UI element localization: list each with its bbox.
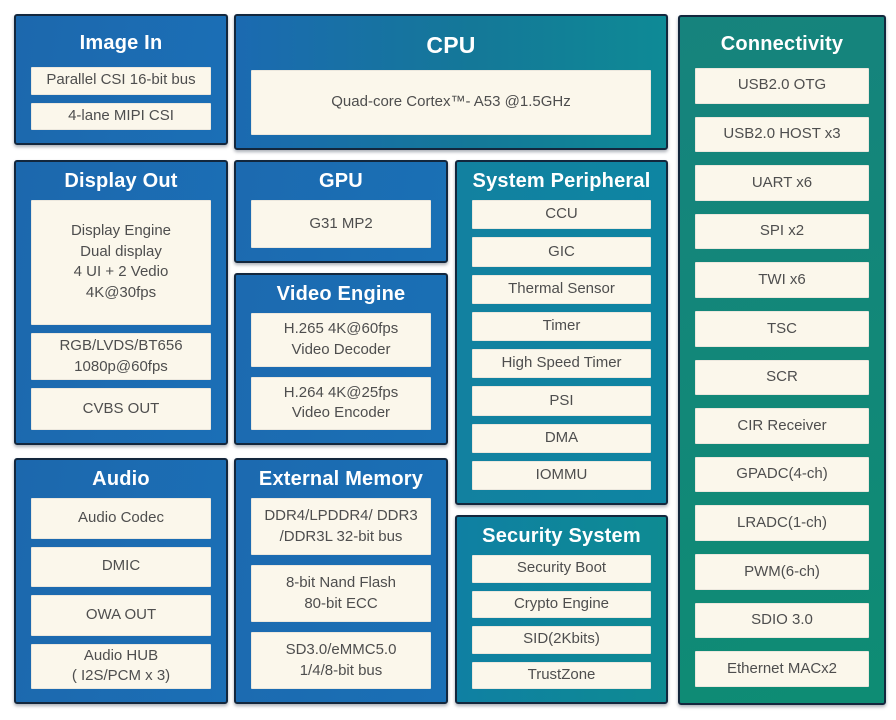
block-nand-flash: 8-bit Nand Flash 80-bit ECC [251, 565, 431, 622]
panel-external-memory: External Memory DDR4/LPDDR4/ DDR3 /DDR3L… [234, 458, 448, 704]
block-thermal-sensor: Thermal Sensor [472, 274, 651, 304]
block-rgb-lvds-bt656: RGB/LVDS/BT656 1080p@60fps [31, 332, 211, 381]
block-timer: Timer [472, 311, 651, 341]
panel-items: DDR4/LPDDR4/ DDR3 /DDR3L 32-bit bus 8-bi… [236, 498, 446, 702]
block-owa-out: OWA OUT [31, 595, 211, 636]
panel-items: Quad-core Cortex™- A53 @1.5GHz [236, 70, 666, 148]
block-audio-hub: Audio HUB ( I2S/PCM x 3) [31, 643, 211, 690]
panel-audio: Audio Audio Codec DMIC OWA OUT Audio HUB… [14, 458, 228, 704]
panel-items: Security Boot Crypto Engine SID(2Kbits) … [457, 555, 666, 702]
block-sid: SID(2Kbits) [472, 626, 651, 654]
block-spi: SPI x2 [695, 213, 869, 250]
block-cortex-a53: Quad-core Cortex™- A53 @1.5GHz [251, 70, 651, 135]
panel-title: Display Out [64, 170, 178, 192]
panel-cpu: CPU Quad-core Cortex™- A53 @1.5GHz [234, 14, 668, 150]
block-gic: GIC [472, 237, 651, 267]
panel-title: Connectivity [720, 33, 844, 55]
panel-security-system: Security System Security Boot Crypto Eng… [455, 515, 668, 704]
block-gpadc: GPADC(4-ch) [695, 456, 869, 493]
block-uart: UART x6 [695, 165, 869, 201]
panel-title: Audio [92, 468, 150, 490]
block-tsc: TSC [695, 311, 869, 347]
panel-image-in: Image In Parallel CSI 16-bit bus 4-lane … [14, 14, 228, 145]
block-psi: PSI [472, 386, 651, 416]
block-sd-emmc: SD3.0/eMMC5.0 1/4/8-bit bus [251, 632, 431, 689]
panel-items: Audio Codec DMIC OWA OUT Audio HUB ( I2S… [16, 498, 226, 702]
block-dma: DMA [472, 423, 651, 453]
block-mipi-csi: 4-lane MIPI CSI [31, 102, 211, 130]
block-g31-mp2: G31 MP2 [251, 200, 431, 248]
block-scr: SCR [695, 359, 869, 396]
panel-title: Video Engine [276, 283, 406, 305]
block-cir-receiver: CIR Receiver [695, 408, 869, 444]
block-security-boot: Security Boot [472, 555, 651, 583]
panel-title: System Peripheral [472, 170, 651, 192]
panel-items: G31 MP2 [236, 200, 446, 261]
block-crypto-engine: Crypto Engine [472, 590, 651, 618]
block-audio-codec: Audio Codec [31, 498, 211, 539]
block-high-speed-timer: High Speed Timer [472, 349, 651, 379]
panel-items: Parallel CSI 16-bit bus 4-lane MIPI CSI [16, 67, 226, 143]
panel-display-out: Display Out Display Engine Dual display … [14, 160, 228, 445]
block-display-engine: Display Engine Dual display 4 UI + 2 Ved… [31, 200, 211, 325]
block-usb-otg: USB2.0 OTG [695, 68, 869, 104]
panel-title: CPU [426, 32, 476, 58]
block-iommu: IOMMU [472, 460, 651, 490]
panel-title: External Memory [258, 468, 424, 490]
panel-items: H.265 4K@60fps Video Decoder H.264 4K@25… [236, 313, 446, 443]
panel-items: Display Engine Dual display 4 UI + 2 Ved… [16, 200, 226, 443]
block-ccu: CCU [472, 200, 651, 230]
block-parallel-csi: Parallel CSI 16-bit bus [31, 67, 211, 95]
panel-system-peripheral: System Peripheral CCU GIC Thermal Sensor… [455, 160, 668, 505]
block-lradc: LRADC(1-ch) [695, 505, 869, 542]
block-h265-decoder: H.265 4K@60fps Video Decoder [251, 313, 431, 367]
panel-items: USB2.0 OTG USB2.0 HOST x3 UART x6 SPI x2… [680, 68, 884, 703]
panel-title: Security System [482, 525, 641, 547]
panel-title: Image In [79, 32, 163, 54]
block-sdio: SDIO 3.0 [695, 602, 869, 639]
panel-video-engine: Video Engine H.265 4K@60fps Video Decode… [234, 273, 448, 445]
panel-connectivity: Connectivity USB2.0 OTG USB2.0 HOST x3 U… [678, 15, 886, 705]
block-twi: TWI x6 [695, 262, 869, 299]
block-h264-encoder: H.264 4K@25fps Video Encoder [251, 376, 431, 430]
block-dmic: DMIC [31, 546, 211, 588]
panel-title: GPU [319, 170, 363, 192]
block-pwm: PWM(6-ch) [695, 554, 869, 590]
block-ddr: DDR4/LPDDR4/ DDR3 /DDR3L 32-bit bus [251, 498, 431, 555]
block-trustzone: TrustZone [472, 661, 651, 689]
block-cvbs-out: CVBS OUT [31, 388, 211, 430]
block-usb-host: USB2.0 HOST x3 [695, 116, 869, 153]
panel-items: CCU GIC Thermal Sensor Timer High Speed … [457, 200, 666, 503]
panel-gpu: GPU G31 MP2 [234, 160, 448, 263]
block-ethernet-mac: Ethernet MACx2 [695, 651, 869, 687]
